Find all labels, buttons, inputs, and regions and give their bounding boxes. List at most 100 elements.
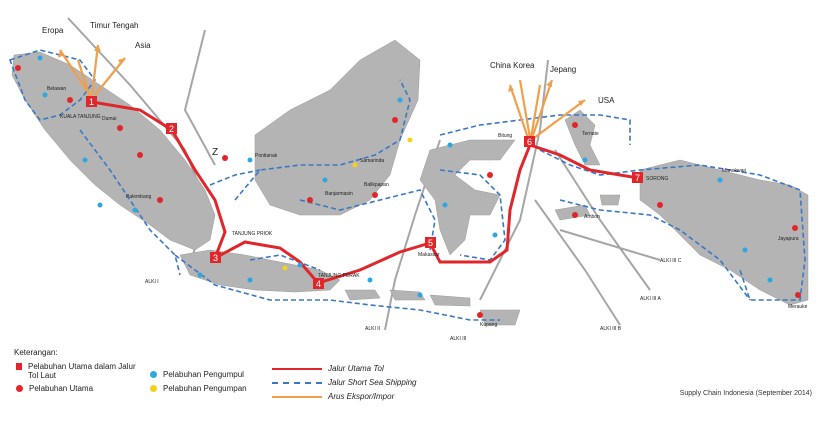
nusa-tenggara-islands	[344, 289, 521, 326]
export-arrow-china-korea-2	[518, 79, 532, 139]
legend-yellow-dot-icon	[150, 385, 157, 392]
papua-island	[639, 159, 809, 306]
label-tanjung-priok: TANJUNG PRIOK	[232, 231, 273, 237]
export-arrow-usa	[533, 99, 586, 139]
main-port-marker	[137, 152, 143, 158]
main-ports	[15, 65, 801, 318]
hub-4: 4	[313, 278, 324, 289]
hub-1-number: 1	[89, 97, 94, 107]
collector-port-marker	[82, 157, 88, 163]
hub-5: 5	[425, 237, 436, 248]
legend-collector: Pelabuhan Pengumpul	[150, 370, 244, 379]
arrowheads	[58, 45, 585, 106]
short-sea-route	[174, 254, 500, 321]
toll-hubs: 1 2 3 4 5 6 7	[86, 96, 643, 289]
label-belawan: Belawan	[47, 86, 66, 92]
label-jepang: Jepang	[550, 65, 576, 74]
hub-2-number: 2	[169, 124, 174, 134]
main-port-marker	[15, 65, 21, 71]
label-alki-3c: ALKI III C	[660, 258, 682, 264]
label-usa: USA	[598, 96, 615, 105]
toll-main-route	[91, 100, 639, 285]
label-makassar: Makassar	[418, 252, 440, 258]
label-alki-1: ALKI I	[145, 279, 159, 285]
short-sea-route	[439, 169, 506, 261]
hub-1: 1	[86, 96, 97, 107]
legend-toll-route: Jalur Utama Tol	[272, 364, 384, 373]
collector-port-marker	[492, 232, 498, 238]
label-balikpapan: Balikpapan	[364, 182, 389, 188]
label-pontianak: Pontianak	[255, 153, 278, 159]
label-bitung: Bitung	[498, 133, 512, 139]
legend-short-sea-label: Jalur Short Sea Shipping	[328, 378, 417, 387]
label-merauke: Merauke	[788, 304, 808, 310]
alki-3a-lane	[554, 149, 651, 291]
maluku-islands	[554, 194, 621, 221]
legend-red-line-icon	[272, 368, 322, 370]
label-sorong: SORONG	[646, 176, 668, 182]
short-sea-route	[539, 149, 806, 301]
collector-ports	[37, 55, 773, 298]
main-port-marker	[657, 202, 663, 208]
arrowhead	[578, 100, 585, 106]
label-dumai: Dumai	[102, 116, 116, 122]
arrowhead	[58, 50, 64, 58]
legend: Keterangan: Pelabuhan Utama dalam Jalur …	[0, 340, 822, 430]
short-sea-route	[79, 129, 181, 276]
hub-7-number: 7	[635, 173, 640, 183]
sumatra-island	[11, 51, 216, 251]
kalimantan-island	[254, 39, 421, 216]
collector-port-marker	[582, 157, 588, 163]
label-kuala-tanjung: KUALA TANJUNG	[60, 114, 101, 120]
main-port-marker	[372, 192, 378, 198]
export-arrow-eropa	[59, 49, 91, 96]
arrowhead	[94, 45, 101, 51]
alki-labels: ALKI I ALKI II ALKI III ALKI III A ALKI …	[145, 147, 682, 342]
label-asia: Asia	[135, 41, 151, 50]
collector-port-marker	[247, 277, 253, 283]
short-sea-route	[209, 169, 261, 186]
export-arrow-timur-tengah	[90, 44, 100, 96]
label-alki-3b: ALKI III B	[600, 326, 622, 332]
main-port-marker	[67, 97, 73, 103]
halmahera-island	[564, 109, 601, 166]
feeder-port-marker	[282, 265, 288, 271]
main-port-marker	[572, 122, 578, 128]
legend-export-label: Arus Ekspor/Impor	[328, 392, 395, 401]
arrowhead	[118, 58, 125, 65]
collector-port-marker	[397, 97, 403, 103]
hub-6: 6	[524, 136, 535, 147]
source-credit: Supply Chain Indonesia (September 2014)	[679, 390, 812, 397]
collector-port-marker	[767, 277, 773, 283]
collector-port-marker	[197, 272, 203, 278]
main-port-marker	[117, 125, 123, 131]
hub-2: 2	[166, 123, 177, 134]
short-sea-route	[234, 79, 411, 201]
islands	[11, 39, 809, 326]
alki-3b-lane	[534, 199, 621, 326]
short-sea-route	[8, 49, 96, 121]
label-tanjung-perak: TANJUNG PERAK	[318, 273, 360, 279]
feeder-port-marker	[352, 162, 358, 168]
label-ternate: Ternate	[582, 131, 599, 137]
label-alki-3a: ALKI III A	[640, 296, 662, 302]
label-samarinda: Samarinda	[360, 158, 384, 164]
alki-3-lane	[479, 59, 549, 301]
label-alki-2: ALKI II	[365, 326, 380, 332]
sulawesi-island	[419, 139, 516, 256]
export-arrows	[59, 44, 586, 139]
label-alki-3: ALKI III	[450, 336, 466, 342]
arrowhead	[508, 85, 514, 92]
collector-port-marker	[417, 292, 423, 298]
label-kupang: Kupang	[480, 322, 497, 328]
hub-3-number: 3	[213, 253, 218, 263]
short-sea-route	[439, 114, 631, 145]
export-arrow-extra-2	[529, 84, 542, 139]
export-arrow-extra	[76, 59, 92, 98]
label-palembang: Palembang	[126, 194, 152, 200]
collector-port-marker	[717, 177, 723, 183]
main-port-marker	[487, 172, 493, 178]
collector-port-marker	[447, 142, 453, 148]
legend-title: Keterangan:	[14, 348, 58, 357]
export-arrow-china-korea	[508, 84, 530, 139]
